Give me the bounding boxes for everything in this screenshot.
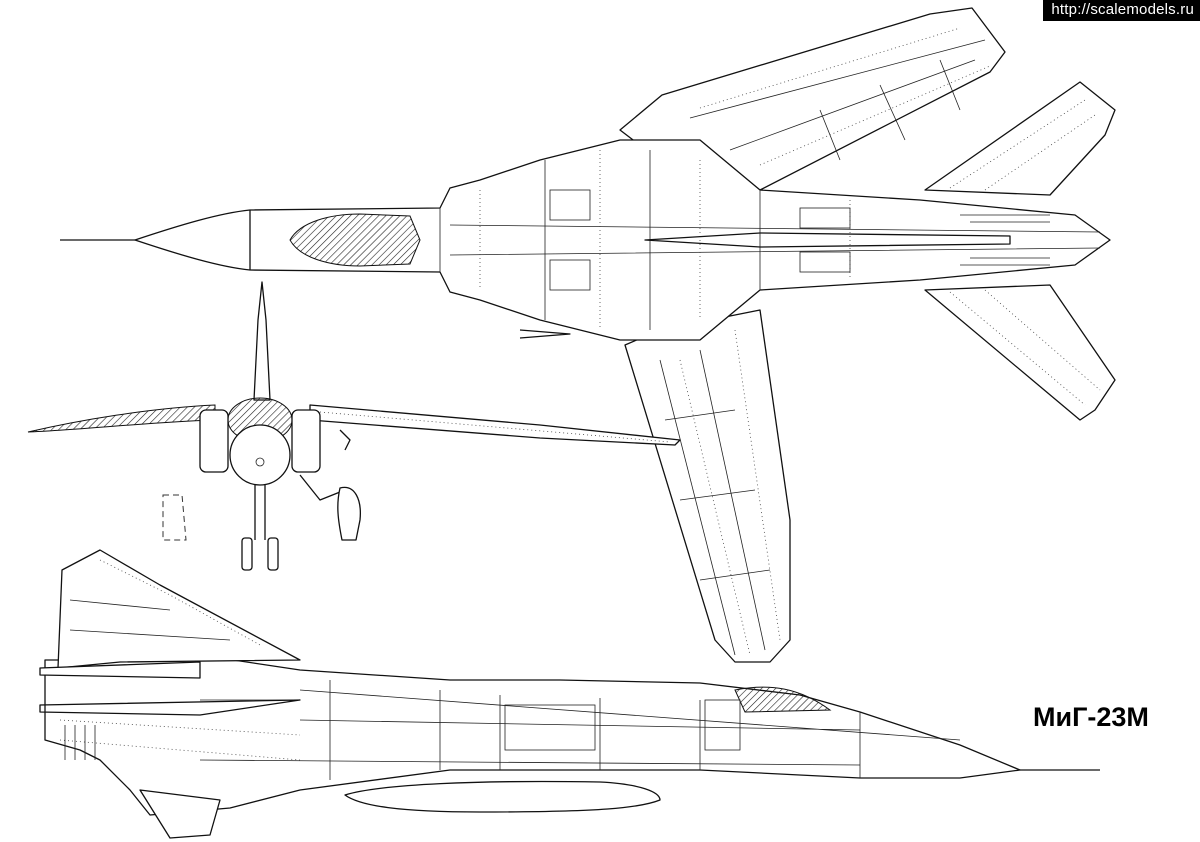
plan-view-lower-wing	[624, 309, 791, 663]
side-view	[39, 549, 1100, 839]
plan-view-fuselage	[134, 139, 1111, 341]
front-view-fin	[253, 281, 271, 401]
plan-view	[60, 7, 1116, 663]
plan-view-upper-tailplane	[924, 81, 1116, 196]
plan-view-lower-tailplane	[924, 284, 1116, 421]
side-view-tailplane	[39, 661, 201, 679]
front-view	[27, 281, 681, 571]
front-view-main-wheel	[337, 486, 361, 541]
side-view-canopy	[734, 686, 832, 713]
plan-view-canopy	[289, 213, 421, 267]
side-view-drop-tank	[344, 780, 661, 813]
aircraft-title: МиГ-23М	[1033, 702, 1149, 732]
front-view-left-intake	[199, 409, 229, 473]
side-view-fin	[57, 549, 301, 669]
front-view-nose-wheel-left	[241, 537, 253, 571]
front-view-radome	[229, 424, 291, 486]
front-view-retracted-gear-outline	[162, 494, 187, 541]
front-view-left-wing	[27, 404, 216, 433]
front-view-nose-wheel-right	[267, 537, 279, 571]
front-view-right-intake	[291, 409, 321, 473]
source-watermark[interactable]: http://scalemodels.ru	[1043, 0, 1200, 21]
front-view-right-wing	[309, 404, 681, 446]
side-view-ventral-fin	[139, 789, 221, 839]
